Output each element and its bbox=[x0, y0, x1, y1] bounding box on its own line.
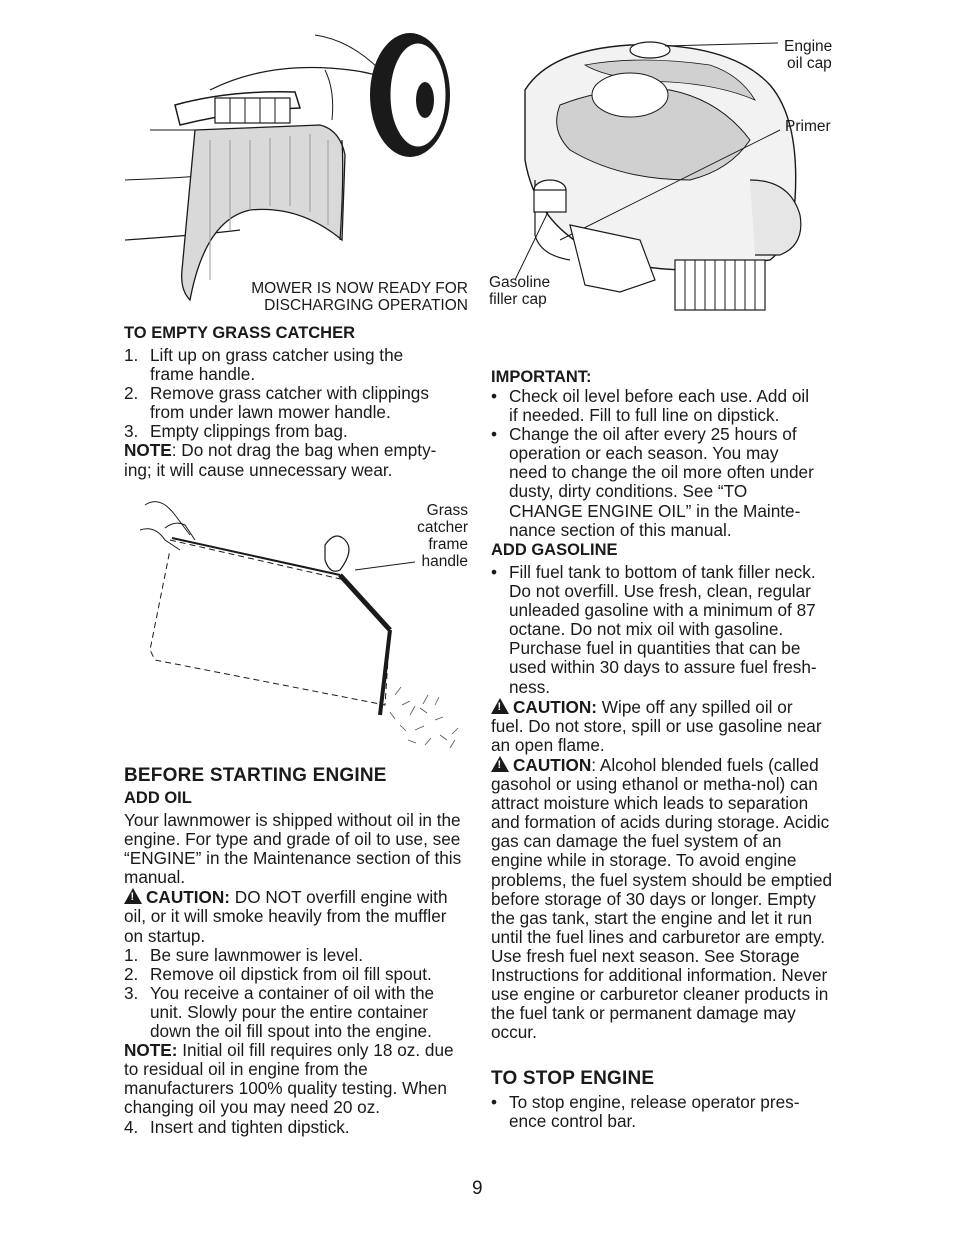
important-heading: IMPORTANT: bbox=[491, 368, 592, 386]
mower-caption: MOWER IS NOW READY FOR DISCHARGING OPERA… bbox=[240, 280, 468, 314]
mower-caption-line-2: DISCHARGING OPERATION bbox=[264, 297, 468, 314]
list-item: 3. Empty clippings from bag. bbox=[124, 422, 454, 441]
bullet-dot: • bbox=[491, 424, 498, 445]
note-label: NOTE bbox=[124, 440, 172, 461]
add-oil-caution: CAUTION: DO NOT overfill engine with oil… bbox=[124, 887, 469, 945]
step-number: 4. bbox=[124, 1116, 139, 1137]
add-oil-note: NOTE: Initial oil fill requires only 18 … bbox=[124, 1041, 454, 1117]
add-oil-section: Your lawnmower is shipped without oil in… bbox=[124, 810, 469, 1137]
label-line-2: catcher bbox=[417, 519, 468, 536]
step-number: 3. bbox=[124, 982, 139, 1003]
step-text: Remove grass catcher with clippings from… bbox=[150, 383, 429, 423]
page-number: 9 bbox=[472, 1178, 483, 1199]
note-text: Initial oil fill requires only 18 oz. du… bbox=[124, 1040, 454, 1118]
step-text: You receive a container of oil with the … bbox=[150, 982, 435, 1042]
bullet-dot: • bbox=[491, 386, 498, 406]
grass-catcher-labels: Grass catcher frame handle bbox=[380, 502, 468, 570]
caution-label: CAUTION: bbox=[146, 887, 231, 908]
bullet-text: Change the oil after every 25 hours of o… bbox=[509, 424, 814, 540]
label-line-2: oil cap bbox=[787, 55, 832, 72]
step-number: 2. bbox=[124, 963, 139, 984]
caution-text: DO NOT overfill engine with oil, or it w… bbox=[124, 887, 448, 946]
step-text: Lift up on grass catcher using the frame… bbox=[150, 345, 404, 385]
step-number: 2. bbox=[124, 383, 139, 404]
gasoline-caution-2: CAUTION: Alcohol blended fuels (called g… bbox=[491, 755, 836, 1042]
caution-label: CAUTION bbox=[513, 754, 592, 775]
empty-catcher-note: NOTE: Do not drag the bag when empty-ing… bbox=[124, 441, 462, 479]
label-line-1: Grass bbox=[426, 502, 468, 519]
note-text: : Do not drag the bag when empty-ing; it… bbox=[124, 440, 437, 480]
stop-engine-heading: TO STOP ENGINE bbox=[491, 1068, 655, 1089]
empty-catcher-heading: TO EMPTY GRASS CATCHER bbox=[124, 324, 356, 342]
bullet-text: To stop engine, release operator pres-en… bbox=[509, 1092, 800, 1132]
list-item: 2. Remove oil dipstick from oil fill spo… bbox=[124, 963, 469, 984]
note-label: NOTE: bbox=[124, 1040, 178, 1061]
engine-illustration bbox=[490, 30, 835, 320]
label-line-1: Gasoline bbox=[489, 274, 551, 291]
engine-gas-cap-label: Gasoline filler cap bbox=[489, 274, 550, 308]
list-item: • Fill fuel tank to bottom of tank fille… bbox=[491, 562, 836, 697]
step-text: Be sure lawnmower is level. bbox=[150, 944, 364, 965]
step-number: 3. bbox=[124, 421, 139, 442]
step-number: 1. bbox=[124, 345, 139, 365]
caution-text: Wipe off any spilled oil or fuel. Do not… bbox=[491, 696, 822, 755]
list-item: 1. Lift up on grass catcher using the fr… bbox=[124, 345, 454, 385]
add-gasoline-section: • Fill fuel tank to bottom of tank fille… bbox=[491, 562, 836, 1042]
list-item: 3. You receive a container of oil with t… bbox=[124, 982, 469, 1042]
step-text: Empty clippings from bag. bbox=[150, 421, 348, 442]
step-text: Remove oil dipstick from oil fill spout. bbox=[150, 963, 432, 984]
empty-catcher-steps: 1. Lift up on grass catcher using the fr… bbox=[124, 345, 454, 480]
step-text: Insert and tighten dipstick. bbox=[150, 1116, 350, 1137]
list-item: • To stop engine, release operator pres-… bbox=[491, 1092, 836, 1132]
warning-icon bbox=[491, 697, 509, 714]
grass-catcher-illustration bbox=[139, 490, 470, 765]
warning-icon bbox=[124, 888, 142, 905]
bullet-dot: • bbox=[491, 562, 498, 582]
add-gasoline-heading: ADD GASOLINE bbox=[491, 541, 618, 559]
bullet-text: Fill fuel tank to bottom of tank filler … bbox=[509, 562, 817, 697]
label-line-1: Engine bbox=[784, 38, 833, 55]
list-item: 2. Remove grass catcher with clippings f… bbox=[124, 384, 454, 422]
mower-illustration bbox=[120, 30, 465, 320]
caution-label: CAUTION: bbox=[513, 696, 598, 717]
important-bullets: • Check oil level before each use. Add o… bbox=[491, 386, 836, 540]
list-item: 1. Be sure lawnmower is level. bbox=[124, 944, 469, 965]
add-oil-heading: ADD OIL bbox=[124, 789, 192, 807]
list-item: • Change the oil after every 25 hours of… bbox=[491, 425, 836, 540]
warning-icon bbox=[491, 755, 509, 772]
label-line-2: filler cap bbox=[489, 291, 547, 308]
engine-oil-cap-label: Engine oil cap bbox=[760, 38, 833, 72]
caution-text: : Alcohol blended fuels (called gasohol … bbox=[491, 754, 833, 1043]
add-oil-intro: Your lawnmower is shipped without oil in… bbox=[124, 810, 462, 888]
list-item: • Check oil level before each use. Add o… bbox=[491, 386, 836, 426]
step-number: 1. bbox=[124, 944, 139, 965]
label-line-3: frame bbox=[428, 536, 468, 553]
label-line-4: handle bbox=[421, 553, 468, 570]
bullet-dot: • bbox=[491, 1092, 498, 1112]
before-starting-heading: BEFORE STARTING ENGINE bbox=[124, 765, 387, 786]
gasoline-caution-1: CAUTION: Wipe off any spilled oil or fue… bbox=[491, 697, 826, 755]
stop-engine-section: • To stop engine, release operator pres-… bbox=[491, 1092, 836, 1132]
mower-caption-line-1: MOWER IS NOW READY FOR bbox=[251, 280, 468, 297]
engine-primer-label: Primer bbox=[785, 118, 831, 135]
list-item: 4. Insert and tighten dipstick. bbox=[124, 1116, 469, 1137]
bullet-text: Check oil level before each use. Add oil… bbox=[509, 386, 810, 426]
